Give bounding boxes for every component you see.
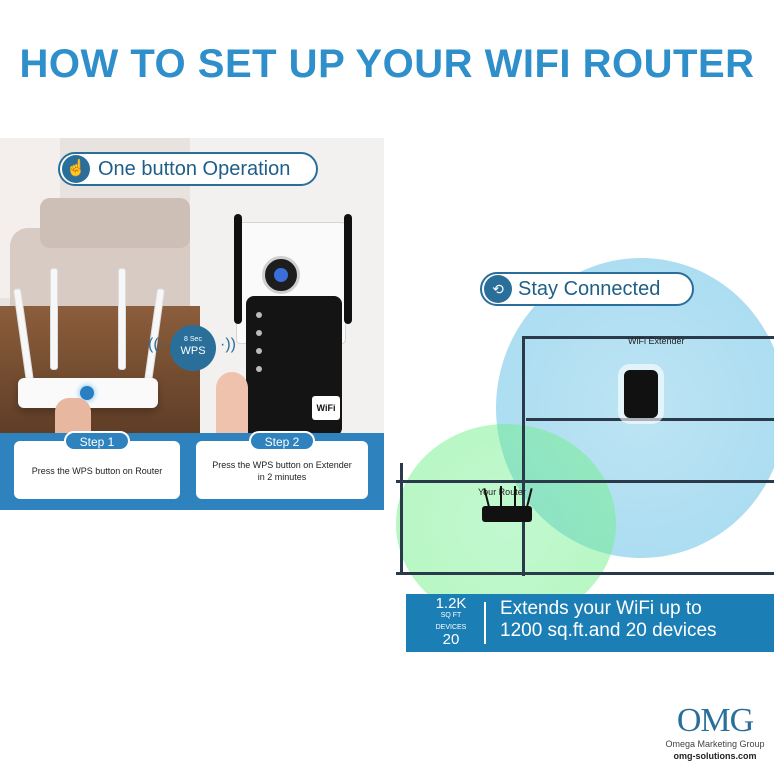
floor-line — [526, 418, 774, 421]
roof-line — [522, 336, 774, 339]
wps-badge-label: WPS — [180, 345, 206, 357]
router-antenna — [50, 268, 58, 370]
area-unit: SQ FT — [440, 612, 462, 619]
stay-connected-header: ⟲ Stay Connected — [480, 272, 694, 306]
area-value: 1.2K — [435, 595, 467, 612]
coverage-stats-box: 1.2K SQ FT DEVICES 20 — [420, 596, 482, 650]
one-button-operation-panel: ((· 8 Sec WPS ·)) WiFi ☝ One button Oper… — [0, 138, 384, 510]
led-indicator — [256, 348, 262, 354]
signal-waves-icon: ·)) — [220, 336, 236, 353]
led-indicator — [256, 366, 262, 372]
step-text-2: Press the WPS button on Extender in 2 mi… — [212, 460, 352, 482]
extender-label: WiFi Extender — [628, 336, 685, 346]
wifi-logo: WiFi — [312, 396, 340, 420]
step-tab-2: Step 2 — [249, 431, 315, 451]
router-antenna — [500, 486, 502, 508]
mini-extender-icon — [624, 370, 658, 418]
sofa-cushion — [40, 198, 190, 248]
logo-company-name: Omega Marketing Group — [665, 739, 765, 749]
wall-line — [400, 463, 403, 575]
wall-line — [522, 336, 525, 576]
ground-line — [396, 572, 774, 575]
wps-badge: 8 Sec WPS — [170, 325, 216, 371]
stats-divider — [484, 602, 486, 644]
router-antenna — [118, 268, 126, 370]
extender-antenna — [344, 214, 352, 324]
extends-text: Extends your WiFi up to 1200 sq.ft.and 2… — [500, 598, 770, 642]
extends-line-1: Extends your WiFi up to — [500, 598, 702, 619]
signal-waves-icon: ((· — [148, 336, 164, 353]
pressing-hand — [216, 372, 248, 438]
page-title: HOW TO SET UP YOUR WIFI ROUTER — [19, 42, 755, 86]
devices-value: 20 — [442, 631, 460, 648]
wooden-table — [0, 306, 200, 436]
extender-antenna — [234, 214, 242, 324]
router-coverage-circle — [396, 424, 616, 624]
step-tab-1: Step 1 — [64, 431, 130, 451]
omg-logo: OMG Omega Marketing Group omg-solutions.… — [660, 703, 770, 773]
camera-lens — [274, 268, 288, 282]
wps-badge-duration: 8 Sec — [184, 336, 202, 343]
header-label: One button Operation — [98, 158, 291, 180]
stay-connected-panel: WiFi Extender Your Router ⟲ Stay Connect… — [396, 258, 774, 652]
header-label: Stay Connected — [518, 278, 661, 300]
step-card-2: Step 2 Press the WPS button on Extender … — [196, 431, 368, 499]
camera-icon — [262, 256, 300, 294]
extends-line-2: 1200 sq.ft.and 20 devices — [500, 620, 717, 641]
coverage-stats-band: 1.2K SQ FT DEVICES 20 Extends your WiFi … — [406, 594, 774, 652]
touch-hand-icon: ☝ — [62, 155, 90, 183]
devices-unit: DEVICES — [435, 624, 467, 631]
led-indicator — [256, 312, 262, 318]
one-button-operation-header: ☝ One button Operation — [58, 152, 318, 186]
step-text-1: Press the WPS button on Router — [31, 466, 163, 476]
floor-line — [396, 480, 774, 483]
logo-url: omg-solutions.com — [673, 751, 757, 761]
router-antenna — [514, 486, 516, 508]
steps-band: Step 1 Press the WPS button on Router St… — [0, 431, 384, 510]
logo-mark: OMG — [676, 702, 754, 739]
router-wps-button — [80, 386, 94, 400]
network-nodes-icon: ⟲ — [484, 275, 512, 303]
step-card-1: Step 1 Press the WPS button on Router — [14, 431, 180, 499]
mini-router-icon — [482, 506, 532, 522]
led-indicator — [256, 330, 262, 336]
